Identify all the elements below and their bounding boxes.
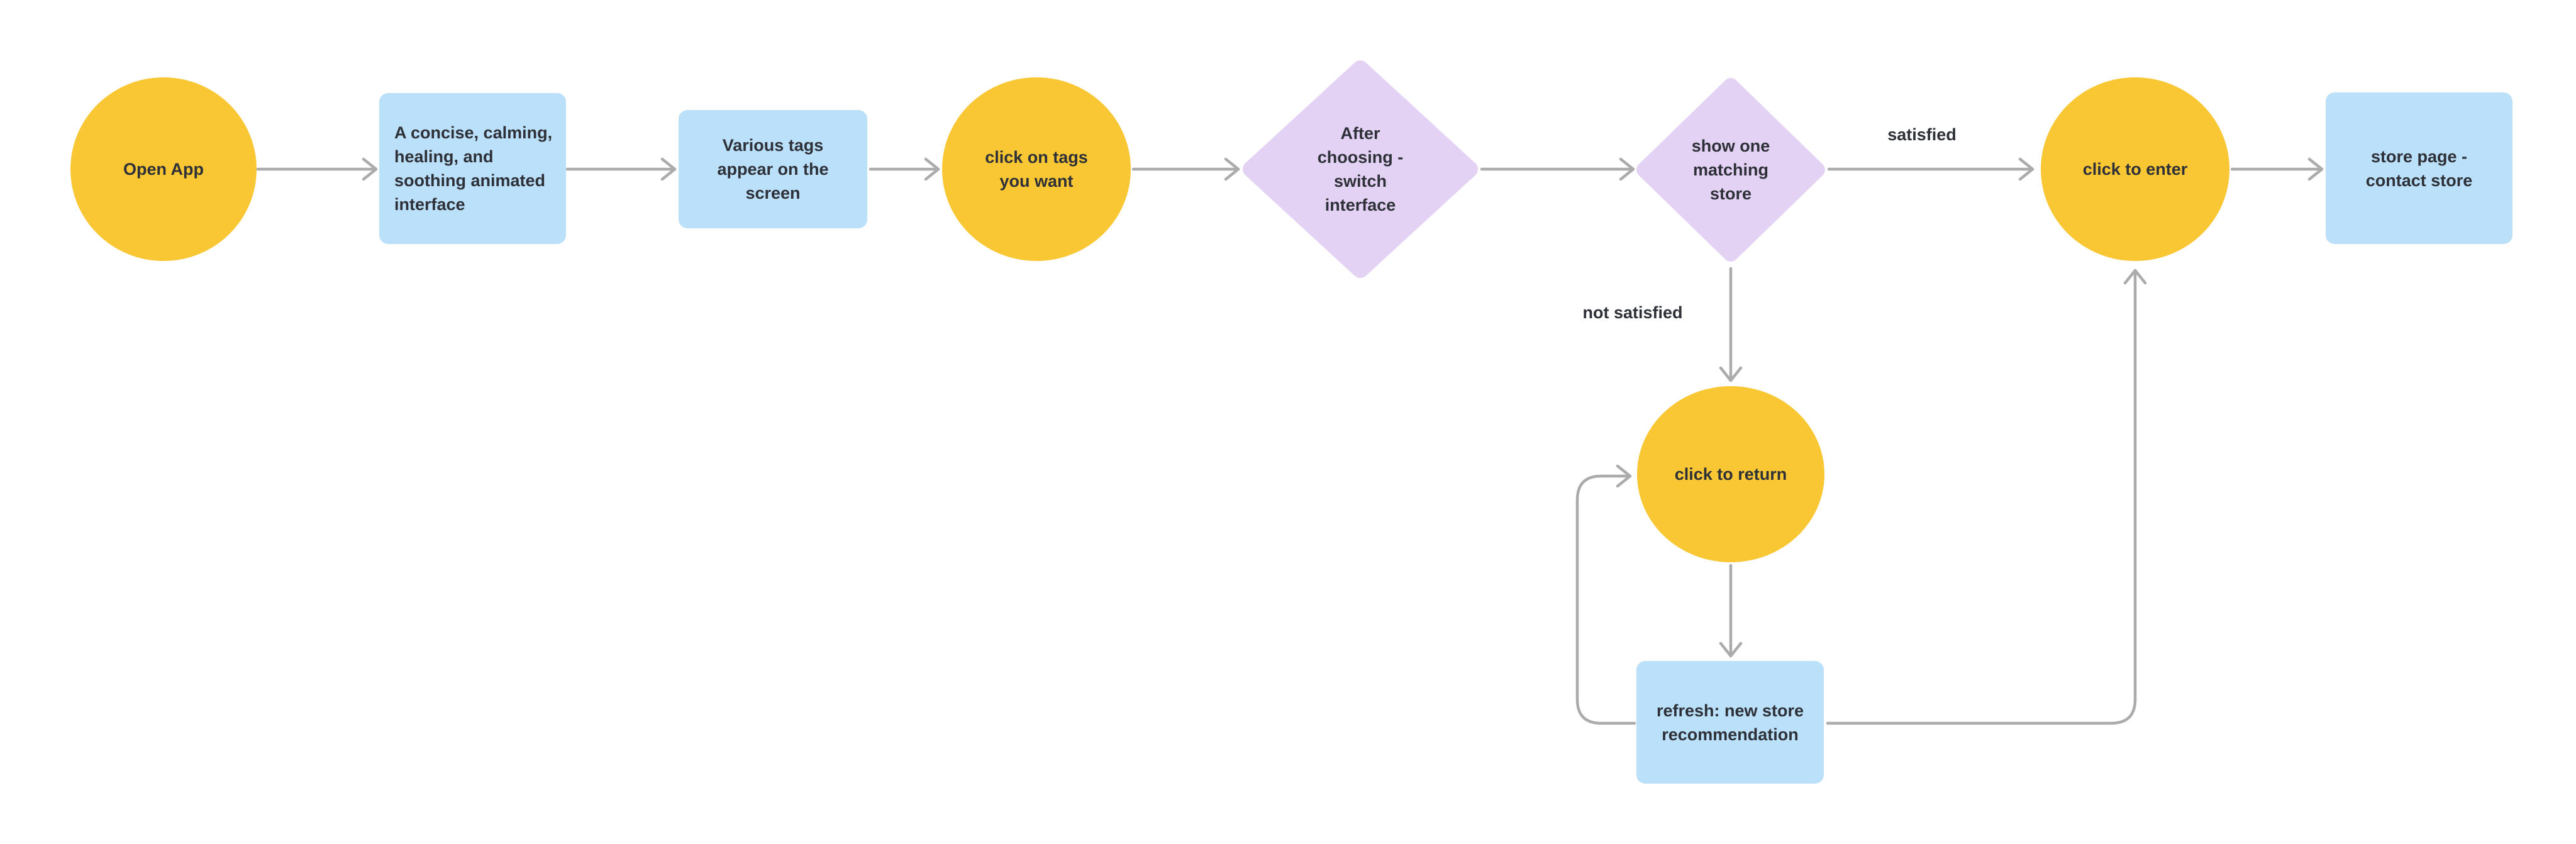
arrow-click-return-to-refresh (1719, 564, 1743, 658)
node-store-page[interactable]: store page - contact store (2326, 92, 2512, 244)
diamond-shape (1243, 60, 1478, 278)
arrow-show-store-to-click-enter (1827, 157, 2035, 181)
node-click-enter-label: click to enter (2082, 160, 2188, 179)
arrow-various-tags-to-click-tags (869, 157, 940, 181)
decision-show-store[interactable]: show one matching store (1636, 77, 1825, 262)
diamond-shape (1636, 78, 1825, 262)
node-interface-description[interactable]: A concise, calming, healing, and soothin… (379, 93, 566, 244)
edge-label-not-satisfied: not satisfied (1582, 303, 1683, 322)
decision-after-choosing-label: After choosing - switch interface (1317, 124, 1404, 214)
arrow-open-app-to-interface (256, 157, 378, 181)
node-various-tags[interactable]: Various tags appear on the screen (679, 110, 867, 228)
arrow-click-tags-to-after-choosing (1131, 157, 1240, 181)
arrow-show-store-to-click-return (1719, 267, 1743, 382)
node-refresh[interactable]: refresh: new store recommendation (1636, 661, 1824, 784)
node-interface-description-label: A concise, calming, healing, and soothin… (394, 123, 553, 214)
decision-show-store-label: show one matching store (1691, 136, 1770, 203)
node-click-tags-label: click on tags you want (985, 148, 1088, 191)
node-click-return[interactable]: click to return (1637, 386, 1824, 562)
node-store-page-label: store page - contact store (2365, 147, 2473, 190)
arrow-click-enter-to-store-page (2230, 157, 2324, 181)
arrow-refresh-loop-to-click-return (1575, 464, 1636, 725)
arrow-after-choosing-to-show-store (1480, 157, 1635, 181)
arrow-refresh-to-click-enter (1826, 269, 2147, 725)
arrow-interface-to-various-tags (565, 157, 677, 181)
node-open-app[interactable]: Open App (70, 77, 257, 261)
node-various-tags-label: Various tags appear on the screen (717, 136, 829, 203)
decision-after-choosing[interactable]: After choosing - switch interface (1242, 60, 1479, 279)
node-click-enter[interactable]: click to enter (2041, 77, 2229, 261)
node-click-tags[interactable]: click on tags you want (942, 77, 1131, 261)
node-refresh-label: refresh: new store recommendation (1656, 701, 1804, 744)
node-click-return-label: click to return (1674, 465, 1787, 484)
node-open-app-label: Open App (123, 160, 204, 179)
edge-label-satisfied: satisfied (1887, 125, 1957, 144)
